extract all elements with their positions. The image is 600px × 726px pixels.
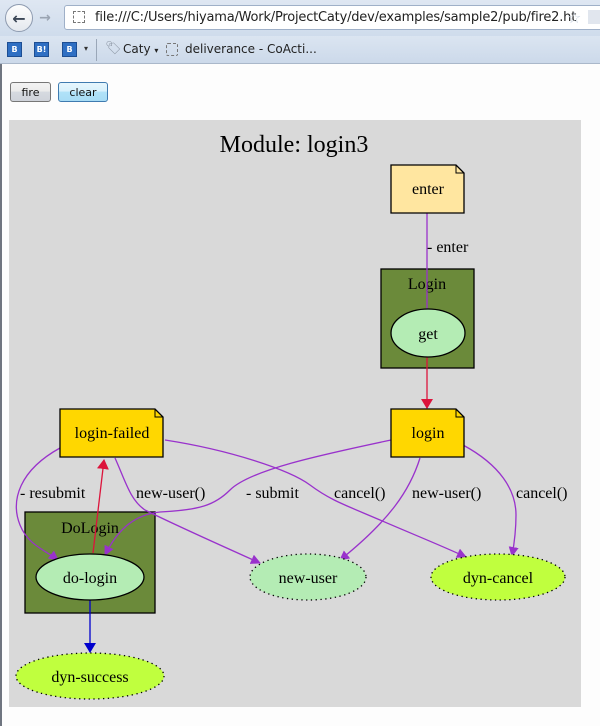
page-icon — [73, 11, 85, 23]
node-get: get — [390, 308, 466, 358]
window-border — [0, 64, 2, 726]
node-do-login: do-login — [35, 553, 145, 601]
cluster-dologin-label: DoLogin — [61, 520, 119, 537]
hatena-bookmark-menu-icon[interactable]: B — [62, 42, 77, 57]
node-login-failed-label: login-failed — [75, 425, 150, 442]
node-get-label: get — [418, 326, 438, 343]
edge-label-resubmit: - resubmit — [20, 485, 86, 502]
edge-label-lf-cancel: cancel() — [334, 485, 386, 502]
node-do-login-label: do-login — [63, 570, 117, 587]
back-button[interactable]: ← — [5, 4, 33, 32]
diagram-svg: Module: login3 Login DoLogin - enter - r… — [15, 132, 568, 700]
edge-resubmit — [15, 447, 61, 561]
node-new-user: new-user — [249, 553, 367, 601]
edge-label-enter: - enter — [427, 239, 469, 256]
star-icon[interactable]: ☆ — [567, 8, 582, 27]
node-dyn-cancel: dyn-cancel — [430, 553, 566, 601]
edge-lf-new-user — [114, 457, 261, 564]
forward-button[interactable]: → — [36, 9, 54, 27]
chevron-down-icon: ▾ — [154, 46, 159, 55]
edge-label-login-new-user: new-user() — [412, 485, 481, 502]
clear-button[interactable]: clear — [58, 82, 108, 102]
edge-login-cancel — [462, 444, 519, 557]
bookmark-folder-caty[interactable]: Caty ▾ — [123, 42, 158, 56]
diagram-title: Module: login3 — [220, 132, 369, 158]
edge-login-new-user — [339, 457, 421, 561]
edge-label-submit: - submit — [246, 485, 299, 502]
node-new-user-label: new-user — [279, 570, 338, 587]
node-enter: enter — [390, 164, 465, 214]
bookmark-link-deliverance[interactable]: deliverance - CoActi... — [185, 42, 317, 56]
hatena-bookmark-icon[interactable]: B — [7, 42, 22, 57]
node-dyn-cancel-label: dyn-cancel — [463, 570, 534, 587]
forward-arrow-icon: → — [39, 10, 51, 26]
state-diagram: Module: login3 Login DoLogin - enter - r… — [9, 120, 581, 707]
node-enter-label: enter — [412, 181, 445, 198]
edge-submit — [104, 439, 392, 556]
fire-button[interactable]: fire — [10, 82, 51, 102]
node-login-failed: login-failed — [59, 408, 164, 458]
node-dyn-success: dyn-success — [15, 652, 165, 700]
tag-icon: 🏷 — [105, 41, 122, 56]
toolbar-separator — [96, 39, 97, 61]
hatena-bookmark-add-icon[interactable]: B! — [34, 42, 49, 57]
back-arrow-icon: ← — [12, 8, 26, 28]
page-icon — [166, 43, 178, 56]
edge-lf-cancel — [164, 439, 467, 558]
node-login-label: login — [412, 425, 445, 442]
navigation-bar: ← → file:///C:/Users/hiyama/Work/Project… — [0, 0, 600, 37]
edge-label-lf-new-user: new-user() — [136, 485, 205, 502]
bookmarks-toolbar: B B! B ▾ 🏷 Caty ▾ deliverance - CoActi..… — [0, 36, 600, 64]
bookmark-icon[interactable] — [588, 10, 600, 24]
dropdown-arrow-icon[interactable]: ▾ — [84, 44, 89, 53]
node-dyn-success-label: dyn-success — [51, 669, 128, 686]
url-text[interactable]: file:///C:/Users/hiyama/Work/ProjectCaty… — [95, 10, 577, 25]
node-login: login — [390, 408, 465, 458]
bookmark-folder-label: Caty — [123, 42, 151, 56]
edge-label-login-cancel: cancel() — [516, 485, 568, 502]
url-bar[interactable]: file:///C:/Users/hiyama/Work/ProjectCaty… — [64, 5, 600, 30]
edge-dologin-loginfailed — [92, 459, 109, 554]
